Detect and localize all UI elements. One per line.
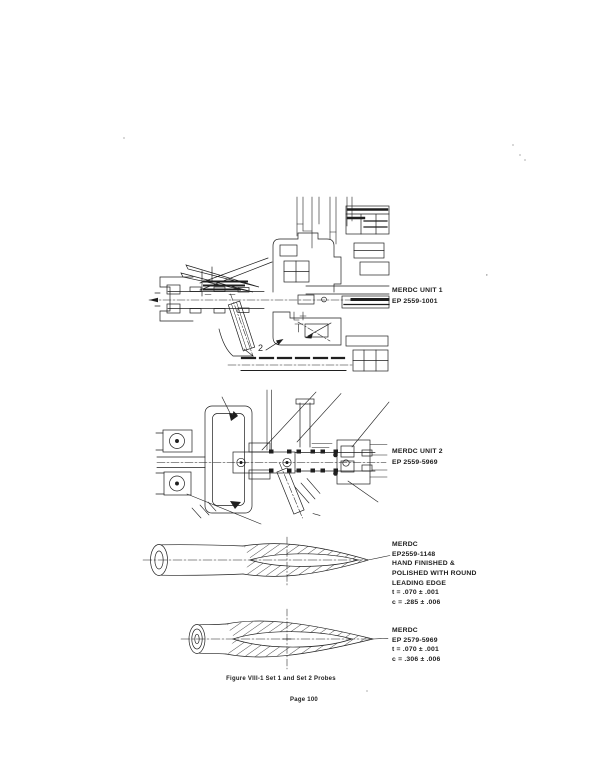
label-line: EP 2579-5969 <box>392 636 438 644</box>
label-line: POLISHED WITH ROUND <box>392 570 477 578</box>
label-line: MERDC UNIT 2 <box>392 448 443 455</box>
probe-location <box>276 467 305 515</box>
label-line: t = .070 ± .001 <box>392 646 439 654</box>
label-line: MERDC <box>392 627 418 634</box>
probe-1-drawing <box>142 536 391 587</box>
scan-mark: ' <box>486 274 488 281</box>
label-line: t = .070 ± .001 <box>392 589 439 597</box>
label-line: LEADING EDGE <box>392 579 447 587</box>
scan-speck <box>123 137 125 139</box>
label-line: c = .306 ± .006 <box>392 656 441 664</box>
merdc-unit-1-drawing: 2 <box>148 196 390 372</box>
scan-speck <box>512 144 514 146</box>
label-merdc-unit-2: MERDC UNIT 2 EP 2559-5969 <box>392 447 443 469</box>
label-line: EP2559-1148 <box>392 550 436 558</box>
scan-speck <box>519 154 521 156</box>
label-line: MERDC <box>392 541 418 548</box>
probe-location <box>227 300 256 352</box>
merdc-unit-2-drawing <box>155 389 390 525</box>
label-line: c = .285 ± .006 <box>392 599 441 607</box>
scan-speck <box>524 159 526 161</box>
label-probe-2: MERDC EP 2579-5969 t = .070 ± .001 c = .… <box>392 626 441 665</box>
label-line: EP 2559-1001 <box>392 297 438 305</box>
page-number: Page 100 <box>289 697 319 703</box>
label-probe-1: MERDC EP2559-1148 HAND FINISHED & POLISH… <box>392 540 477 608</box>
leader-line <box>367 555 391 561</box>
leader-line <box>372 638 389 640</box>
bearing-blocks <box>162 429 193 496</box>
scan-speck <box>366 690 368 692</box>
label-merdc-unit-1: MERDC UNIT 1 EP 2559-1001 <box>392 286 443 308</box>
figure-caption: Figure VIII-1 Set 1 and Set 2 Probes <box>226 676 336 682</box>
detail-number-label: 2 <box>258 343 263 353</box>
label-line: EP 2559-5969 <box>392 458 438 466</box>
probe-2-drawing <box>180 608 389 670</box>
label-line: MERDC UNIT 1 <box>392 287 443 294</box>
label-line: HAND FINISHED & <box>392 560 456 568</box>
